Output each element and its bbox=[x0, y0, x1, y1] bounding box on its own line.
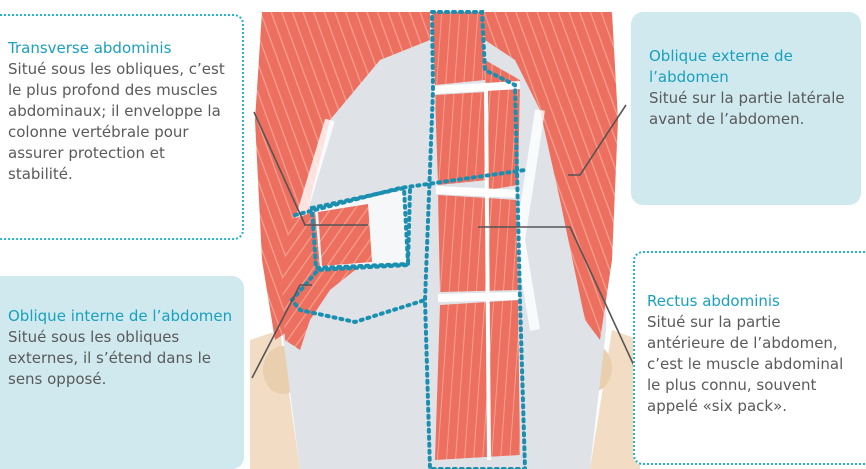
transverse-abdominis bbox=[318, 204, 372, 266]
callout-transverse-abdominis: Transverse abdominis Situé sous les obli… bbox=[0, 14, 244, 240]
callout-title: Rectus abdominis bbox=[647, 291, 860, 312]
callout-oblique-interne: Oblique interne de l’abdomen Situé sous … bbox=[0, 276, 244, 469]
callout-description: Situé sous les obliques, c’est le plus p… bbox=[8, 59, 234, 185]
callout-description: Situé sur la partie latérale avant de l’… bbox=[649, 88, 851, 130]
callout-oblique-externe: Oblique externe de l’abdomen Situé sur l… bbox=[631, 12, 861, 205]
callout-title: Oblique interne de l’abdomen bbox=[8, 306, 234, 327]
callout-description: Situé sous les obliques externes, il s’é… bbox=[8, 327, 234, 390]
callout-rectus-abdominis: Rectus abdominis Situé sur la partie ant… bbox=[633, 251, 866, 465]
callout-title: Oblique externe de l’abdomen bbox=[649, 46, 851, 88]
rectus-abdominis bbox=[432, 12, 520, 460]
callout-title: Transverse abdominis bbox=[8, 38, 234, 59]
callout-description: Situé sur la partie antérieure de l’abdo… bbox=[647, 312, 860, 417]
